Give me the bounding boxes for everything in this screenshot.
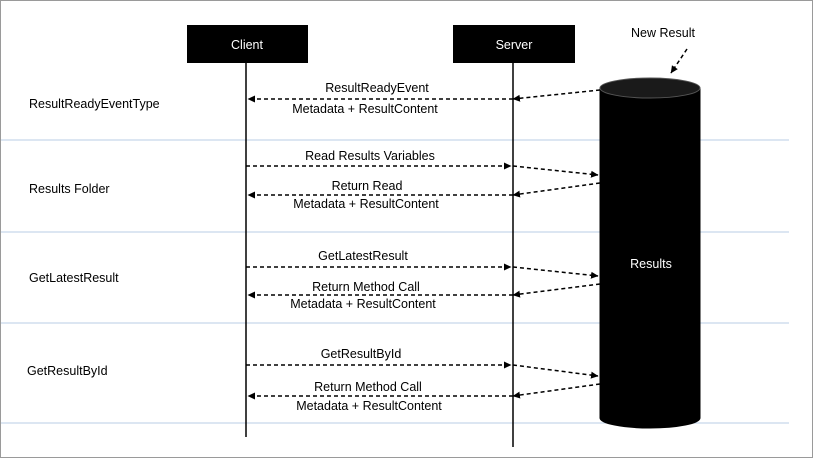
msg-get-result-by-id: GetResultById xyxy=(321,347,402,361)
row-label-get-result-by-id: GetResultById xyxy=(27,364,108,378)
arrow-results-to-server-3 xyxy=(512,283,601,298)
row-3-messages xyxy=(246,263,601,299)
results-label: Results xyxy=(630,257,672,271)
row-1-messages xyxy=(247,89,601,103)
arrow-server-to-results-2 xyxy=(512,165,599,178)
msg-metadata-result-content-1: Metadata + ResultContent xyxy=(292,102,438,116)
row-label-get-latest-result: GetLatestResult xyxy=(29,271,119,285)
msg-result-ready-event: ResultReadyEvent xyxy=(325,81,429,95)
msg-read-results-variables: Read Results Variables xyxy=(305,149,435,163)
arrow-results-to-server-2 xyxy=(512,182,601,198)
client-label: Client xyxy=(231,38,263,52)
new-result-arrow xyxy=(670,48,688,74)
row-4-messages xyxy=(246,361,601,400)
arrow-server-to-results-4 xyxy=(512,364,599,379)
arrow-server-to-results-3 xyxy=(512,266,599,279)
new-result-label: New Result xyxy=(631,26,695,40)
arrow-results-to-server-1 xyxy=(512,89,601,102)
msg-return-method-call-3: Return Method Call xyxy=(312,280,420,294)
client-box: Client xyxy=(187,25,308,63)
row-label-results-folder: Results Folder xyxy=(29,182,110,196)
msg-metadata-result-content-4: Metadata + ResultContent xyxy=(296,399,442,413)
msg-return-method-call-4: Return Method Call xyxy=(314,380,422,394)
arrow-results-to-server-4 xyxy=(512,383,601,399)
row-label-result-ready-event-type: ResultReadyEventType xyxy=(29,97,160,111)
msg-return-read: Return Read xyxy=(332,179,403,193)
msg-metadata-result-content-2: Metadata + ResultContent xyxy=(293,197,439,211)
row-2-messages xyxy=(246,162,601,199)
msg-get-latest-result: GetLatestResult xyxy=(318,249,408,263)
server-box: Server xyxy=(453,25,575,63)
results-cylinder: Results xyxy=(599,77,701,429)
msg-metadata-result-content-3: Metadata + ResultContent xyxy=(290,297,436,311)
server-label: Server xyxy=(496,38,533,52)
